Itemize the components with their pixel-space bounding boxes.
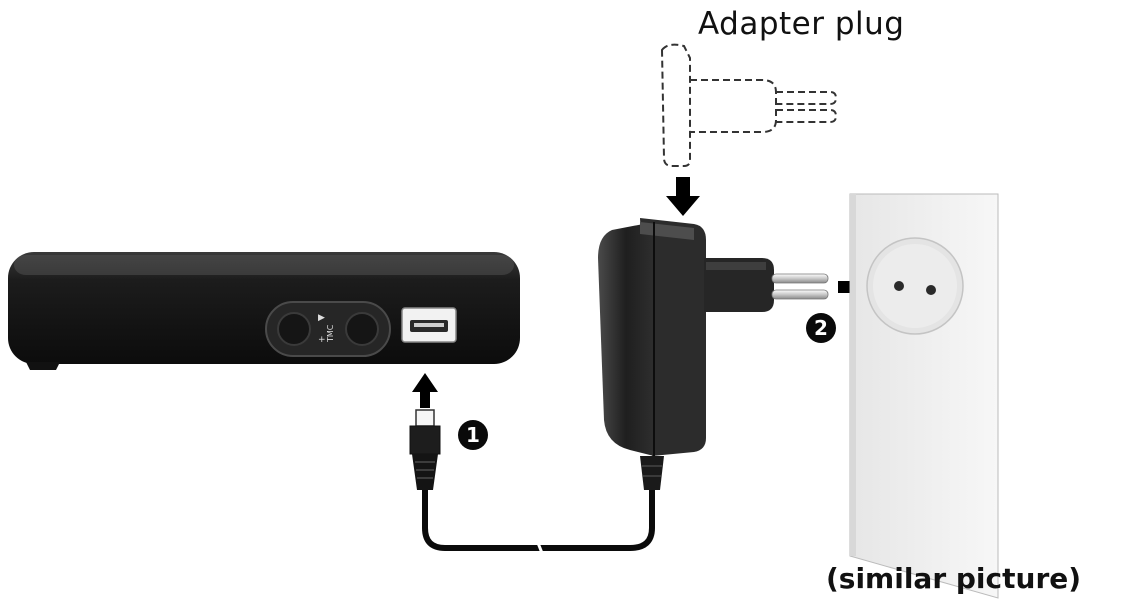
volume-button-cluster: ▶ + TMC xyxy=(265,301,391,357)
port-label: TMC xyxy=(326,324,335,343)
usb-cable xyxy=(422,490,655,554)
power-adapter xyxy=(598,218,829,490)
arrow-up-icon xyxy=(412,373,438,408)
adapter-plug-outline xyxy=(660,43,838,167)
step-1-badge: 1 xyxy=(458,420,488,450)
svg-text:▶: ▶ xyxy=(318,313,325,323)
svg-text:+: + xyxy=(318,335,326,345)
similar-picture-caption: (similar picture) xyxy=(826,562,1082,595)
navigation-device: ▶ + TMC xyxy=(8,252,520,370)
step-2-badge: 2 xyxy=(806,313,836,343)
wall-outlet xyxy=(849,193,999,599)
mini-usb-port xyxy=(401,307,457,343)
adapter-plug-label: Adapter plug xyxy=(698,6,905,42)
mini-usb-connector xyxy=(409,409,441,490)
arrow-down-icon xyxy=(666,177,700,216)
